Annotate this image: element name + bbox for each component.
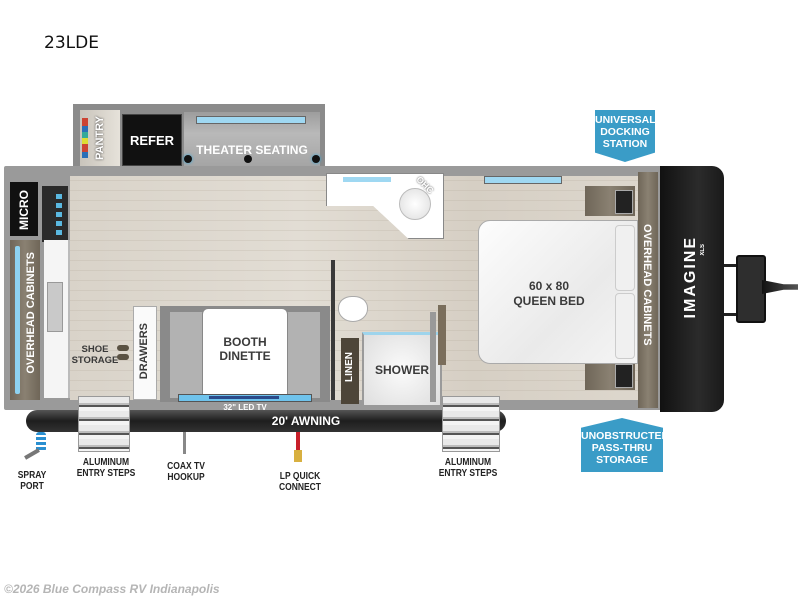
linen-closet: LINEN [341, 338, 359, 404]
cupholder-icon [312, 155, 320, 163]
lp-line-icon [296, 432, 300, 450]
led-tv [178, 394, 312, 402]
refrigerator: REFER [122, 114, 182, 166]
overhead-cabinets-left: OVERHEAD CABINETS [10, 240, 40, 400]
led-tv-label: 32" LED TV [223, 403, 267, 412]
micro-label: MICRO [17, 190, 31, 230]
cupholder-icon [184, 155, 192, 163]
shower: SHOWER [362, 332, 442, 407]
dinette-table: BOOTH DINETTE [202, 308, 288, 396]
awning: 20' AWNING [26, 410, 506, 432]
coax-cable-icon [183, 432, 186, 454]
spray-port-icon [36, 432, 46, 452]
queen-bed: 60 x 80 QUEEN BED [478, 220, 638, 364]
theater-seating: THEATER SEATING [184, 112, 320, 166]
overhead-cabinets-right: OVERHEAD CABINETS [638, 172, 658, 408]
docking-station-callout: UNIVERSAL DOCKING STATION [595, 110, 655, 162]
pantry: PANTRY [80, 110, 120, 168]
shower-label: SHOWER [375, 363, 429, 377]
queen-bed-label: 60 x 80 QUEEN BED [499, 279, 599, 309]
spray-nozzle-icon [24, 448, 40, 460]
bathroom-wall [331, 260, 335, 400]
kitchen-counter [44, 240, 70, 398]
nightstand-top [585, 186, 635, 216]
shoe-storage-text: SHOE STORAGE [71, 344, 119, 366]
toilet-icon [338, 296, 368, 322]
microwave: MICRO [10, 182, 38, 236]
refer-label: REFER [129, 133, 175, 148]
overhead-cabinets-left-label: OVERHEAD CABINETS [25, 252, 37, 374]
spray-port-label: SPRAY PORT [17, 470, 47, 492]
brand-sub: XLS [700, 244, 706, 256]
slide-window [196, 116, 306, 124]
hitch-tongue [762, 280, 798, 294]
front-cap: IMAGINE XLS [660, 166, 724, 412]
nightstand-bottom [585, 360, 635, 390]
lp-label: LP QUICK CONNECT [278, 471, 322, 493]
stove [42, 186, 68, 242]
drawers: DRAWERS [133, 306, 157, 400]
entry-steps-left [78, 396, 130, 452]
theater-seating-label: THEATER SEATING [196, 143, 308, 157]
model-title: 23LDE [44, 33, 99, 53]
lp-fitting-icon [294, 450, 302, 462]
bed-size: 60 x 80 [528, 279, 570, 293]
coax-label: COAX TV HOOKUP [167, 461, 205, 483]
shoe-icon [117, 345, 129, 351]
copyright: ©2026 Blue Compass RV Indianapolis [4, 582, 220, 596]
brand-logo: IMAGINE [682, 236, 699, 319]
vanity-window [343, 177, 391, 182]
overhead-cabinets-right-label: OVERHEAD CABINETS [641, 224, 653, 346]
drawers-label: DRAWERS [138, 323, 150, 380]
shoe-storage-label: SHOE STORAGE [70, 344, 120, 366]
propane-box [736, 255, 766, 323]
entry-steps-left-label: ALUMINUM ENTRY STEPS [76, 457, 136, 479]
cupholder-icon [244, 155, 252, 163]
shower-wall [430, 312, 436, 402]
bed-type: QUEEN BED [513, 294, 585, 308]
pillow [615, 293, 635, 359]
booth-dinette-label: BOOTH DINETTE [219, 335, 271, 363]
shoe-icon [117, 354, 129, 360]
pantry-label: PANTRY [94, 116, 106, 160]
entry-steps-right [442, 396, 500, 452]
pass-thru-storage-callout: UNOBSTRUCTED PASS-THRU STORAGE [581, 418, 663, 472]
bedroom-window [484, 176, 562, 184]
linen-label: LINEN [344, 352, 355, 382]
awning-label: 20' AWNING [271, 414, 341, 428]
vanity-sink [399, 188, 431, 220]
booth-dinette: BOOTH DINETTE [160, 306, 330, 402]
entry-steps-right-label: ALUMINUM ENTRY STEPS [438, 457, 498, 479]
pillow [615, 225, 635, 291]
sink [47, 282, 63, 332]
door-panel [438, 305, 446, 365]
